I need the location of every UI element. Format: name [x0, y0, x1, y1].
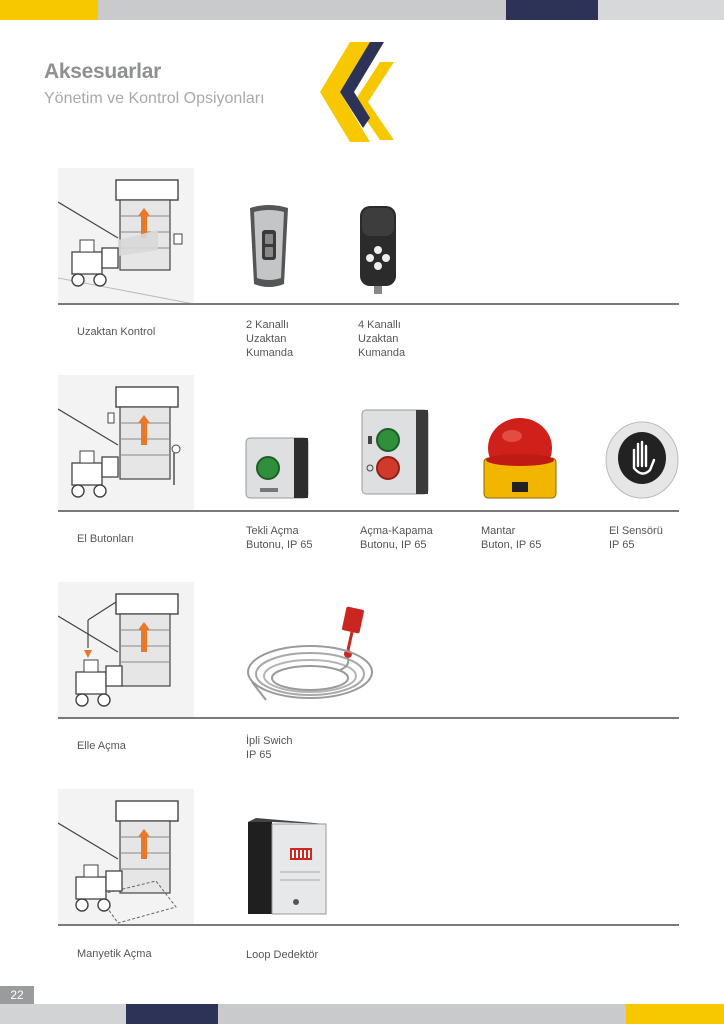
product-label: 2 Kanallı Uzaktan Kumanda — [246, 319, 294, 359]
door-scene-button-icon — [58, 375, 194, 511]
bottom-bar-grey — [218, 1004, 626, 1024]
single-button-icon — [244, 436, 310, 500]
top-bar-grey-right — [598, 0, 724, 20]
brand-logo-icon — [318, 40, 413, 144]
double-button-icon — [360, 408, 430, 496]
section-divider — [58, 510, 679, 512]
door-scene-pull-icon — [58, 582, 194, 718]
page-number: 22 — [0, 986, 34, 1004]
product-label: Tekli Açma Butonu, IP 65 — [246, 525, 313, 551]
mushroom-button-icon — [482, 414, 558, 500]
page-subtitle: Yönetim ve Kontrol Opsiyonları — [44, 90, 265, 107]
hand-sensor-icon — [604, 420, 680, 500]
pull-switch-icon — [240, 604, 380, 708]
door-scene-loop-icon — [58, 789, 194, 925]
page-title: Aksesuarlar — [44, 60, 161, 83]
product-label: İpli Swich IP 65 — [246, 735, 293, 761]
top-bar-navy — [506, 0, 598, 20]
loop-detector-icon — [246, 818, 328, 916]
section-divider — [58, 303, 679, 305]
product-label: Mantar Buton, IP 65 — [481, 525, 542, 551]
bottom-bar-yellow — [626, 1004, 724, 1024]
section-divider — [58, 924, 679, 926]
product-label: 4 Kanallı Uzaktan Kumanda — [358, 319, 406, 359]
section-divider — [58, 717, 679, 719]
remote-4ch-icon — [356, 204, 400, 296]
bottom-bar-navy — [126, 1004, 218, 1024]
product-label: Loop Dedektör — [246, 949, 319, 961]
product-label: Açma-Kapama Butonu, IP 65 — [360, 525, 433, 551]
bottom-bar-grey-left — [0, 1004, 126, 1024]
remote-2ch-icon — [244, 204, 294, 290]
door-scene-remote-icon — [58, 168, 194, 304]
category-label: El Butonları — [77, 533, 134, 545]
category-label: Elle Açma — [77, 740, 126, 752]
top-bar-yellow — [0, 0, 98, 20]
category-label: Uzaktan Kontrol — [77, 326, 156, 338]
category-label: Manyetik Açma — [77, 948, 152, 960]
top-bar-grey — [98, 0, 506, 20]
product-label: El Sensörü IP 65 — [609, 525, 663, 551]
